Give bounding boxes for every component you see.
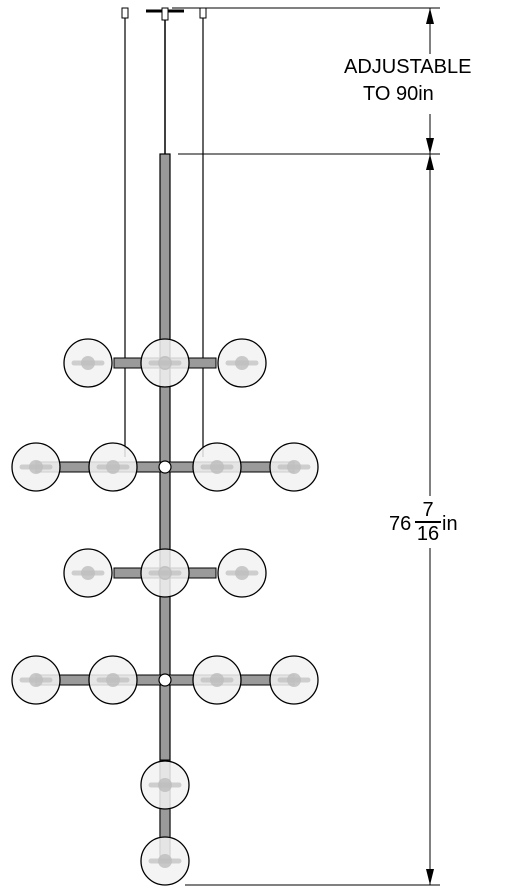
height-denominator: 16 [416, 523, 440, 545]
arrow-bottom-down [426, 869, 434, 885]
canopy-cup-center [161, 7, 169, 21]
fraction-bar [415, 521, 441, 523]
dimension-lines [172, 7, 440, 886]
hub-tier-2 [158, 460, 172, 474]
arrow-adjust-down [426, 138, 434, 154]
hub-tier-4 [158, 673, 172, 687]
height-whole: 76 [389, 513, 412, 535]
arrow-height-up [426, 154, 434, 170]
height-numerator: 7 [422, 499, 434, 521]
height-unit: in [442, 513, 458, 535]
canopy-cup-right [199, 7, 207, 19]
overall-height-label: 76 7 16 in [389, 499, 485, 545]
globe-group [11, 338, 319, 886]
adjustable-label-line1: ADJUSTABLE [344, 56, 472, 78]
arrow-top-up [426, 8, 434, 24]
adjustable-label-line2: TO 90in [363, 83, 434, 105]
canopy-cup-left [121, 7, 129, 19]
central-stem [159, 153, 171, 855]
suspension-group [121, 7, 207, 855]
